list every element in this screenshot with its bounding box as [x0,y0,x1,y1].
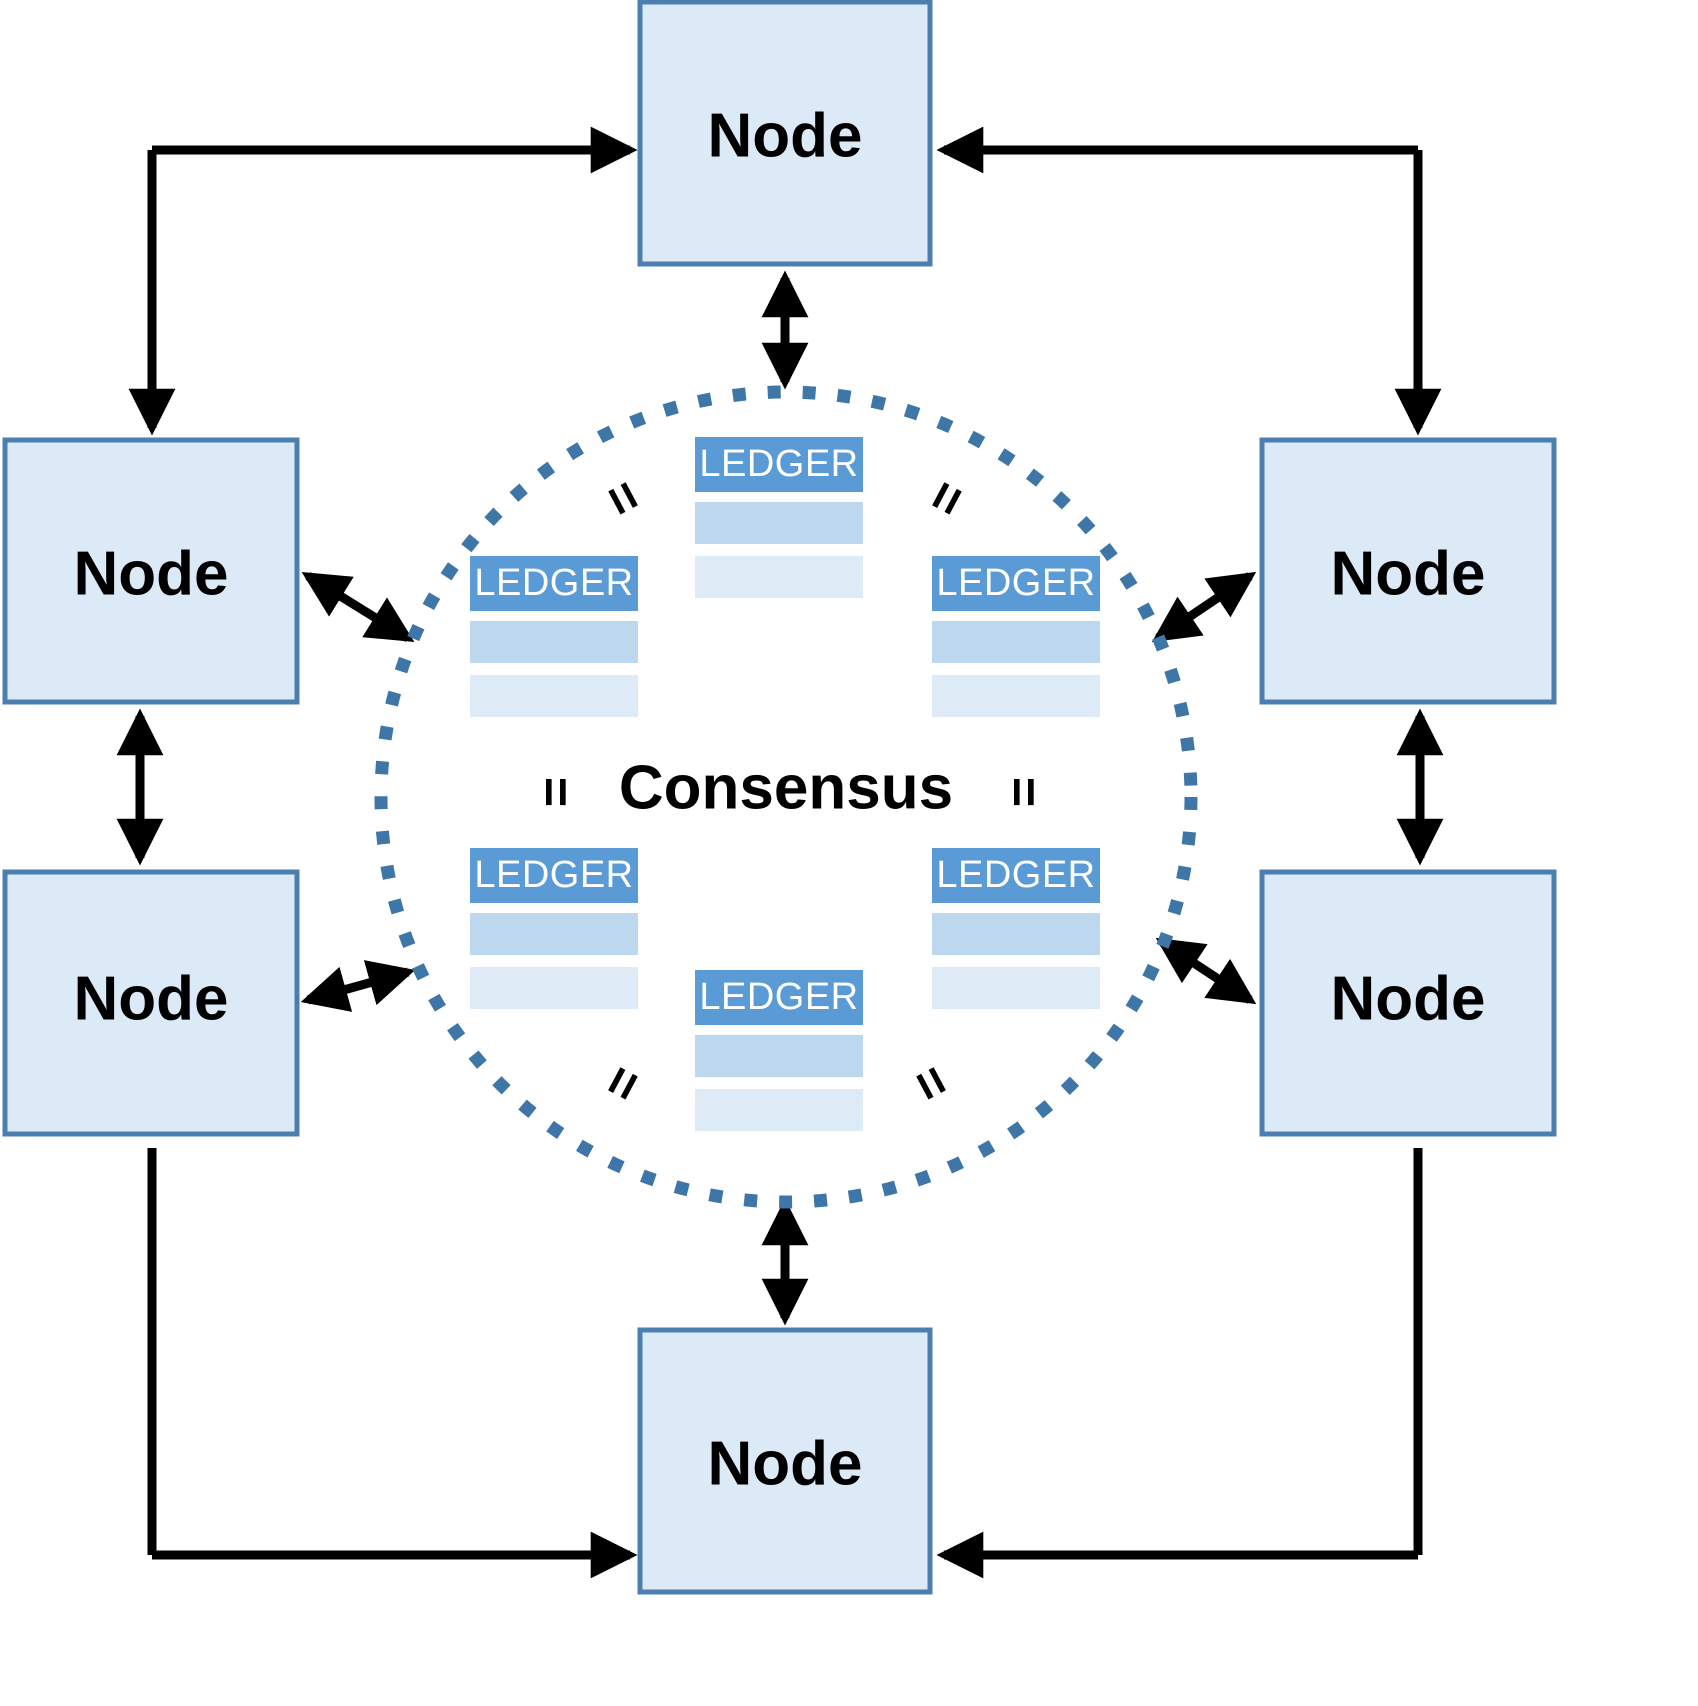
node-left-lower[interactable]: Node [2,869,300,1137]
ledger-upper-left-label: LEDGER [474,562,633,604]
consensus-connectors [300,270,1257,1326]
ledger-stacks: LEDGER LEDGER LEDGER LEDGER [470,437,1100,1131]
equals-top-right-icon: = [914,471,979,525]
ledger-top-row-2 [695,556,863,598]
conn-left-lower-center [300,960,416,1012]
ledger-lower-left-row-2 [470,967,638,1009]
ledger-upper-left[interactable]: LEDGER [470,556,638,717]
ledger-upper-left-row-2 [470,675,638,717]
equals-bottom-left-icon: = [590,1056,655,1110]
equals-mid-right-icon: = [994,777,1052,807]
conn-right-lower-center [1155,937,1257,1005]
node-top-label: Node [708,101,863,170]
node-left-upper[interactable]: Node [2,437,300,705]
ledger-lower-right-row-1 [932,913,1100,955]
ledger-bottom-row-1 [695,1035,863,1077]
ledger-lower-right-label: LEDGER [936,854,1095,896]
conn-left-upper-center [301,572,415,642]
ledger-upper-right[interactable]: LEDGER [932,556,1100,717]
ledger-upper-right-row-1 [932,621,1100,663]
ledger-bottom-label: LEDGER [699,976,858,1018]
ledger-bottom-row-2 [695,1089,863,1131]
node-top[interactable]: Node [637,0,933,267]
ledger-lower-left-label: LEDGER [474,854,633,896]
ledger-upper-left-row-1 [470,621,638,663]
ledger-top-row-1 [695,502,863,544]
equals-bottom-right-icon: = [898,1056,963,1110]
ledger-lower-right[interactable]: LEDGER [932,848,1100,1009]
ring-connectors [128,126,1442,1579]
ledger-upper-right-label: LEDGER [936,562,1095,604]
ledger-lower-left[interactable]: LEDGER [470,848,638,1009]
ledger-bottom[interactable]: LEDGER [695,970,863,1131]
ledger-lower-left-row-1 [470,913,638,955]
consensus-circle [374,385,1198,1209]
ledger-upper-right-row-2 [932,675,1100,717]
ledger-top-label: LEDGER [699,443,858,485]
node-left-upper-label: Node [74,539,229,608]
ledger-lower-right-row-2 [932,967,1100,1009]
node-boxes: Node Node Node Node Node Node [2,0,1557,1595]
node-right-lower-label: Node [1331,964,1486,1033]
node-left-lower-label: Node [74,964,229,1033]
ledger-top[interactable]: LEDGER [695,437,863,598]
node-right-upper[interactable]: Node [1259,437,1557,705]
equals-top-left-icon: = [590,471,655,525]
node-right-lower[interactable]: Node [1259,869,1557,1137]
node-bottom[interactable]: Node [637,1327,933,1595]
node-pair-connectors [116,708,1444,866]
conn-right-upper-center [1151,571,1257,643]
equals-mid-left-icon: = [526,777,584,807]
node-right-upper-label: Node [1331,539,1486,608]
consensus-label: Consensus [619,753,953,822]
node-bottom-label: Node [708,1429,863,1498]
